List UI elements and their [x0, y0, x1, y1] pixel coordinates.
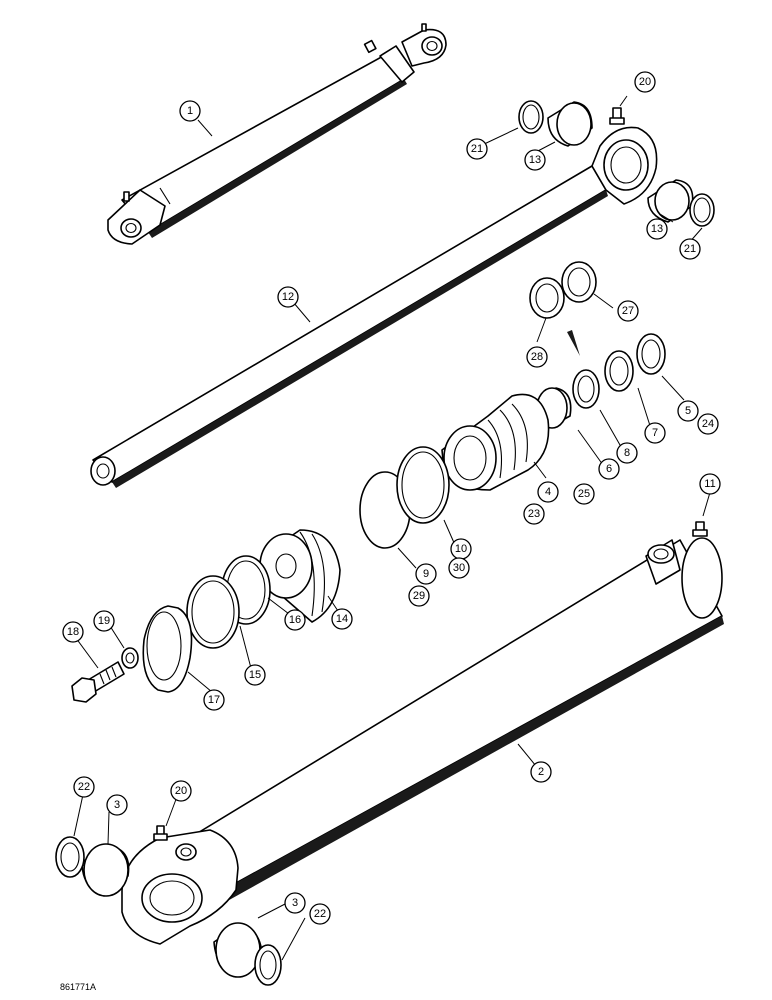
callout-label: 22 — [314, 908, 326, 920]
callout-label: 9 — [423, 568, 429, 580]
callout-label: 13 — [529, 154, 541, 166]
callout-label: 6 — [606, 463, 612, 475]
piston-assembly — [142, 529, 341, 693]
callout-label: 10 — [455, 543, 467, 555]
callout-label: 15 — [249, 669, 261, 681]
callout-12: 12 — [277, 286, 299, 308]
assembled-cylinder — [107, 23, 447, 245]
callout-29: 29 — [408, 585, 430, 607]
callout-3: 3 — [106, 794, 128, 816]
base-end-bushings — [55, 836, 282, 986]
callout-label: 25 — [578, 488, 590, 500]
callout-20: 20 — [634, 71, 656, 93]
callout-label: 24 — [702, 418, 714, 430]
callout-13: 13 — [524, 149, 546, 171]
callout-4: 4 — [537, 481, 559, 503]
cylinder-barrel — [121, 521, 724, 945]
figure-id: 861771A — [60, 982, 96, 992]
callout-5: 5 — [677, 400, 699, 422]
callout-label: 30 — [453, 562, 465, 574]
callout-19: 19 — [93, 610, 115, 632]
callout-13: 13 — [646, 218, 668, 240]
callout-27: 27 — [617, 300, 639, 322]
callout-label: 2 — [538, 766, 544, 778]
callout-21: 21 — [679, 238, 701, 260]
callout-label: 3 — [114, 799, 120, 811]
gland — [441, 393, 550, 491]
callout-22: 22 — [309, 903, 331, 925]
gland-seals — [529, 261, 666, 429]
callout-label: 14 — [336, 613, 348, 625]
callout-2: 2 — [530, 761, 552, 783]
callout-11: 11 — [699, 473, 721, 495]
callout-label: 23 — [528, 508, 540, 520]
callout-label: 11 — [704, 478, 715, 490]
callout-23: 23 — [523, 503, 545, 525]
callout-1: 1 — [179, 100, 201, 122]
callout-9: 9 — [415, 563, 437, 585]
callout-24: 24 — [697, 413, 719, 435]
callout-label: 18 — [67, 626, 79, 638]
callout-18: 18 — [62, 621, 84, 643]
callout-label: 20 — [639, 76, 651, 88]
callout-label: 7 — [652, 427, 658, 439]
callout-30: 30 — [448, 557, 470, 579]
callout-3: 3 — [284, 892, 306, 914]
callout-label: 4 — [545, 486, 551, 498]
callout-label: 17 — [208, 694, 220, 706]
callout-label: 1 — [187, 105, 193, 117]
callout-8: 8 — [616, 442, 638, 464]
callout-17: 17 — [203, 689, 225, 711]
callout-label: 20 — [175, 785, 187, 797]
callout-label: 12 — [282, 291, 294, 303]
callout-28: 28 — [526, 346, 548, 368]
callout-label: 16 — [289, 614, 301, 626]
callout-15: 15 — [244, 664, 266, 686]
gland-o-rings — [359, 446, 450, 549]
callout-label: 21 — [471, 143, 483, 155]
callout-25: 25 — [573, 483, 595, 505]
callout-label: 19 — [98, 615, 110, 627]
callout-21: 21 — [466, 138, 488, 160]
callout-22: 22 — [73, 776, 95, 798]
callout-label: 8 — [624, 447, 630, 459]
callout-label: 21 — [684, 243, 696, 255]
callout-label: 29 — [413, 590, 425, 602]
callout-14: 14 — [331, 608, 353, 630]
callout-20: 20 — [170, 780, 192, 802]
piston-rod — [90, 107, 658, 488]
rod-eye-bushings — [518, 100, 715, 227]
callout-label: 27 — [622, 305, 634, 317]
callout-label: 13 — [651, 223, 663, 235]
callout-label: 22 — [78, 781, 90, 793]
callout-10: 10 — [450, 538, 472, 560]
callout-label: 28 — [531, 351, 543, 363]
callout-6: 6 — [598, 458, 620, 480]
callout-label: 3 — [292, 897, 298, 909]
bolt-and-washer — [71, 647, 139, 703]
callout-16: 16 — [284, 609, 306, 631]
callout-7: 7 — [644, 422, 666, 444]
callout-label: 5 — [685, 405, 691, 417]
